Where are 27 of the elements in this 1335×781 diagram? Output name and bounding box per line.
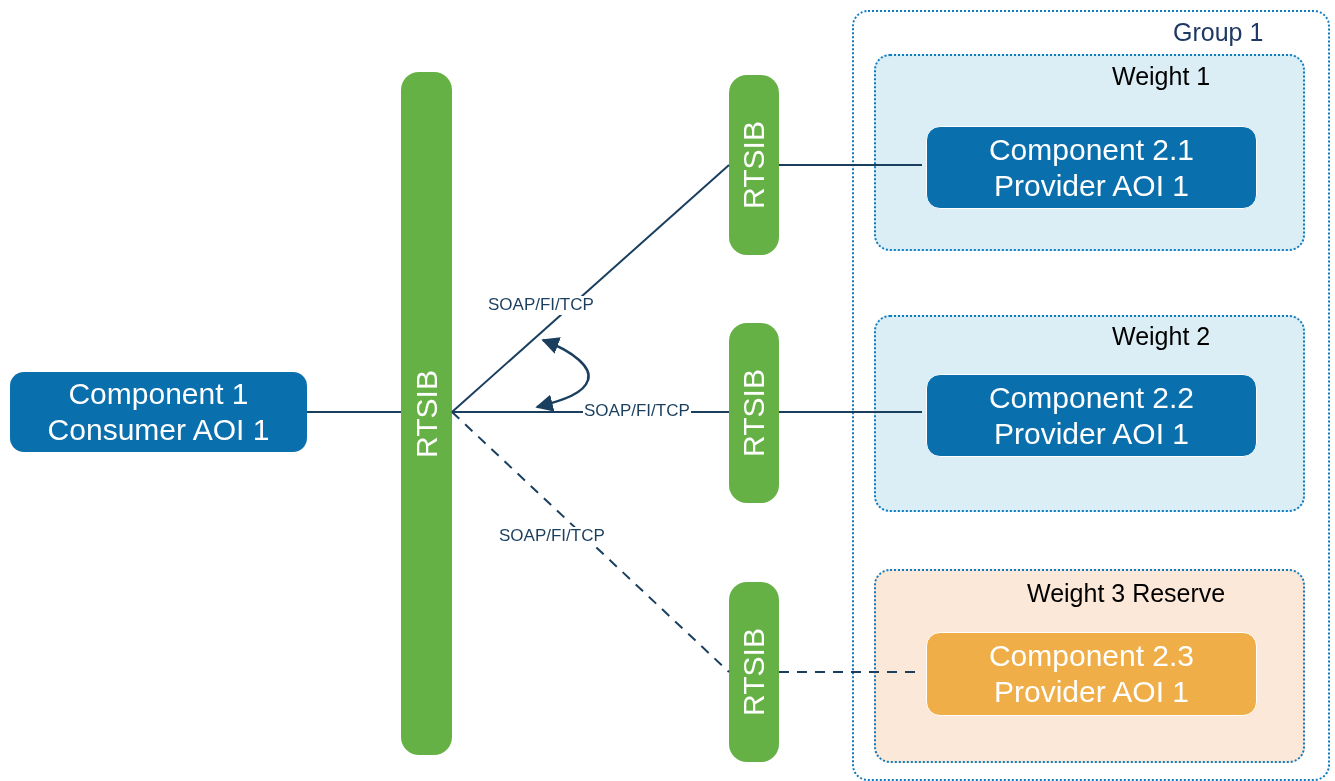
weight-panel — [874, 315, 1305, 512]
connector-line — [778, 164, 923, 166]
bus-bar — [729, 323, 779, 503]
weight-panel — [874, 54, 1305, 251]
connector-line — [306, 411, 402, 413]
bus-bar — [729, 582, 779, 762]
bus-label: RTSIB — [409, 369, 444, 458]
bus-label: RTSIB — [737, 369, 771, 457]
edge-label: SOAP/FI/TCP — [487, 296, 595, 315]
bus-label: RTSIB — [737, 121, 771, 209]
edge-label: SOAP/FI/TCP — [498, 527, 606, 546]
connector-line — [451, 164, 730, 413]
component-box: Component 2.1 Provider AOI 1 — [926, 126, 1257, 209]
weight-panel — [874, 569, 1305, 763]
panel-heading: Weight 1 — [1112, 62, 1211, 91]
panel-heading: Weight 3 Reserve — [1027, 579, 1226, 608]
connector-line — [778, 411, 923, 413]
panel-heading: Group 1 — [1173, 18, 1264, 47]
component-box: Component 2.2 Provider AOI 1 — [926, 374, 1257, 457]
bus-label: RTSIB — [737, 628, 771, 716]
group-frame — [852, 10, 1330, 781]
component-box: Component 2.3 Provider AOI 1 — [926, 632, 1257, 716]
bus-bar — [401, 72, 452, 755]
panel-heading: Weight 2 — [1112, 322, 1211, 351]
component-box: Component 1 Consumer AOI 1 — [10, 372, 307, 452]
connector-line — [451, 411, 730, 673]
bus-bar — [729, 75, 779, 255]
